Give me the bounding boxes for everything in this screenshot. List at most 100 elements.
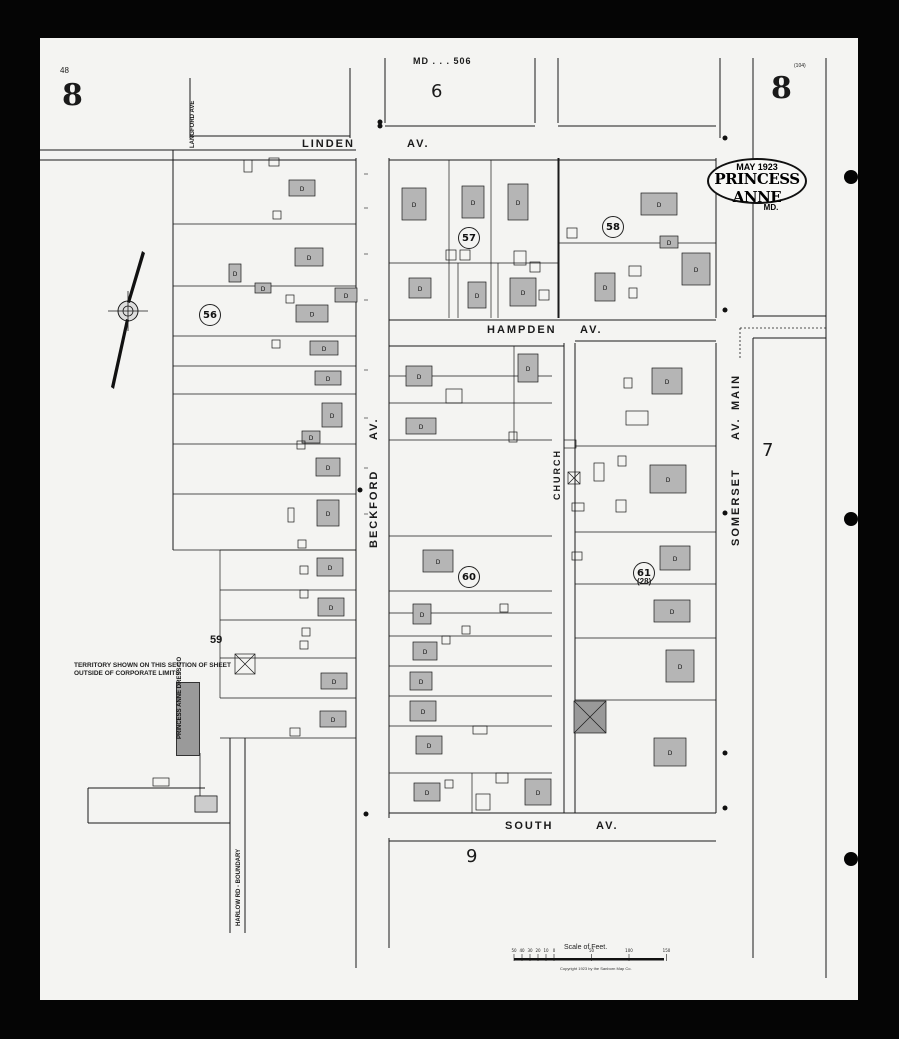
binder-hole-3 bbox=[844, 852, 858, 866]
dwelling-label: D bbox=[412, 202, 417, 209]
outbuilding bbox=[461, 625, 471, 635]
fire-hydrant bbox=[377, 123, 383, 129]
scale-tick-label: 100 bbox=[625, 948, 633, 953]
dwelling-label: D bbox=[417, 374, 422, 381]
state-code: MD . . . 506 bbox=[413, 56, 472, 66]
scale-tick-label: 50 bbox=[511, 948, 517, 953]
crossed-building bbox=[567, 471, 581, 485]
dwelling bbox=[422, 549, 454, 573]
dwelling-label: D bbox=[421, 709, 426, 716]
sheet-number-right: 8 bbox=[771, 71, 792, 106]
dwelling bbox=[681, 252, 711, 286]
dwelling bbox=[294, 247, 324, 267]
town-name: PRINCESS ANNE bbox=[714, 170, 800, 206]
outbuilding bbox=[615, 499, 627, 513]
outbuilding bbox=[271, 339, 281, 349]
outbuilding bbox=[445, 249, 457, 261]
scale-tick-label: 150 bbox=[663, 948, 671, 953]
fire-hydrant bbox=[722, 135, 728, 141]
outbuilding bbox=[508, 431, 518, 443]
outbuilding bbox=[301, 627, 311, 637]
dwelling-label: D bbox=[310, 312, 315, 319]
dwelling bbox=[315, 457, 341, 477]
dwelling-label: D bbox=[475, 293, 480, 300]
dwelling bbox=[659, 545, 691, 571]
copyright: Copyright 1923 by the Sanborn Map Co. bbox=[560, 966, 632, 971]
dwelling bbox=[653, 737, 687, 767]
binder-hole-2 bbox=[844, 512, 858, 526]
dwelling-label: D bbox=[666, 477, 671, 484]
dwelling bbox=[309, 340, 339, 356]
outbuilding bbox=[617, 455, 627, 467]
street-linden-av: AV. bbox=[407, 138, 430, 150]
scale-tick-label: 40 bbox=[519, 948, 525, 953]
outbuilding bbox=[513, 250, 527, 266]
dress-factory-building: PRINCESS ANNE DRESS CO bbox=[176, 657, 200, 756]
dwelling-label: D bbox=[326, 511, 331, 518]
outbuilding bbox=[268, 157, 280, 167]
outbuilding bbox=[299, 640, 309, 650]
dwelling bbox=[405, 417, 437, 435]
compass-tail bbox=[111, 319, 129, 389]
scale-tick-label: 10 bbox=[543, 948, 549, 953]
scale-tick-label: 30 bbox=[527, 948, 533, 953]
block-61-sub: (28) bbox=[637, 577, 652, 586]
dwelling bbox=[316, 557, 344, 577]
fire-hydrant bbox=[357, 487, 363, 493]
dwelling-label: D bbox=[344, 293, 349, 300]
outbuilding bbox=[495, 772, 509, 784]
dwelling-label: D bbox=[330, 413, 335, 420]
dwelling bbox=[524, 778, 552, 806]
fire-hydrant bbox=[722, 307, 728, 313]
dwelling-label: D bbox=[309, 435, 314, 442]
outbuilding bbox=[152, 777, 170, 787]
crossed-building bbox=[234, 653, 256, 675]
outbuilding bbox=[628, 287, 638, 299]
dwelling bbox=[507, 183, 529, 221]
outbuilding bbox=[296, 440, 306, 450]
adjacent-sheet-east: 7 bbox=[762, 440, 774, 461]
outbuilding bbox=[563, 439, 577, 449]
street-somerset-av: AV. bbox=[730, 417, 742, 440]
factory-label: PRINCESS ANNE DRESS CO bbox=[177, 656, 183, 739]
dwelling-label: D bbox=[673, 556, 678, 563]
dwelling-label: D bbox=[419, 424, 424, 431]
outbuilding bbox=[299, 565, 309, 575]
dwelling-label: D bbox=[436, 559, 441, 566]
block-number-57: 57 bbox=[458, 227, 480, 249]
outbuilding bbox=[441, 635, 451, 645]
dwelling bbox=[649, 464, 687, 494]
dwelling bbox=[412, 641, 438, 661]
dwelling bbox=[405, 365, 433, 387]
street-langford: LANGFORD AVE bbox=[190, 100, 196, 148]
dwelling bbox=[288, 179, 316, 197]
dwelling-label: D bbox=[326, 465, 331, 472]
dwelling bbox=[314, 370, 342, 386]
adjacent-sheet-south: 9 bbox=[466, 846, 478, 867]
outbuilding bbox=[297, 539, 307, 549]
state-name: MD. bbox=[763, 203, 779, 212]
outbuilding bbox=[472, 725, 488, 735]
dwelling-label: D bbox=[471, 200, 476, 207]
fire-hydrant bbox=[722, 510, 728, 516]
street-linden: LINDEN bbox=[302, 138, 355, 150]
dwelling bbox=[409, 671, 433, 691]
dwelling bbox=[317, 597, 345, 617]
dwelling bbox=[408, 277, 432, 299]
dwelling-label: D bbox=[668, 750, 673, 757]
fire-hydrant bbox=[722, 750, 728, 756]
sheet-number-left: 8 bbox=[62, 78, 83, 113]
outbuilding bbox=[538, 289, 550, 301]
dwelling bbox=[316, 499, 340, 527]
dwelling-label: D bbox=[536, 790, 541, 797]
outbuilding bbox=[593, 462, 605, 482]
adjacent-sheet-north: 6 bbox=[431, 81, 443, 102]
dwelling bbox=[640, 192, 678, 216]
outbuilding bbox=[499, 603, 509, 613]
dwelling bbox=[319, 710, 347, 728]
dwelling-label: D bbox=[307, 255, 312, 262]
corner-code: 48 bbox=[60, 66, 69, 75]
dwelling bbox=[409, 700, 437, 722]
town-title-badge: MAY 1923 PRINCESS ANNE MD. bbox=[707, 158, 807, 212]
